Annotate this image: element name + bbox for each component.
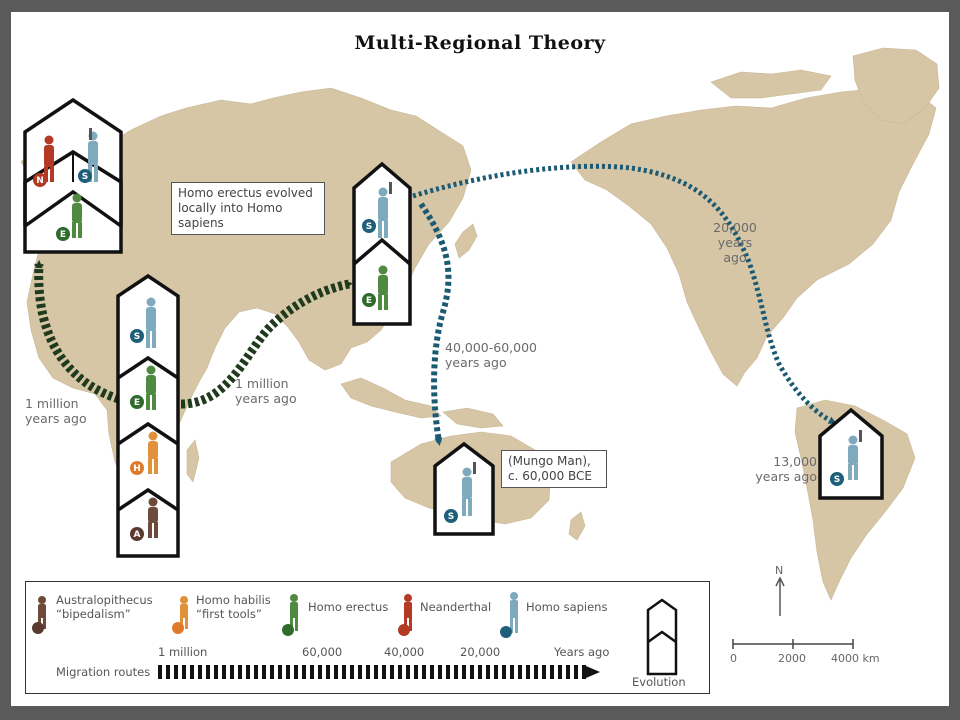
species-badges: N S E S E H A S E S S xyxy=(33,169,844,541)
svg-text:S: S xyxy=(448,512,454,522)
route-africa-to-europe xyxy=(34,260,140,409)
label-americas-20000: 20,000 years ago xyxy=(713,220,757,265)
legend-sapiens-icon xyxy=(500,592,518,638)
badge-e-asia: E xyxy=(362,293,376,307)
badge-h-africa: H xyxy=(130,461,144,475)
legend-australopithecus-note: “bipedalism” xyxy=(56,607,131,621)
label-south-america-13000: 13,000 years ago xyxy=(755,454,817,484)
legend-australopithecus-icon xyxy=(32,596,46,634)
route-asia-to-americas xyxy=(412,163,837,425)
legend-erectus-name: Homo erectus xyxy=(308,600,389,614)
figure-erectus-africa xyxy=(146,365,156,410)
figure-erectus-europe xyxy=(72,193,82,238)
route-asia-to-australia xyxy=(418,202,452,446)
badge-s-south-america: S xyxy=(830,472,844,486)
scale-bar xyxy=(732,639,854,649)
badge-n-europe: N xyxy=(33,173,47,187)
map-frame: N S E S E H A S E S S Multi-Regional The… xyxy=(11,12,949,706)
southeast-asia-islands xyxy=(340,377,442,419)
legend-timeline-40000: 40,000 xyxy=(384,645,425,659)
svg-text:S: S xyxy=(82,172,88,182)
svg-text:S: S xyxy=(134,332,140,342)
legend-neanderthal-icon xyxy=(398,594,412,636)
badge-s-asia: S xyxy=(362,219,376,233)
figure-sapiens-australia xyxy=(462,462,476,516)
japan-landmass xyxy=(454,223,478,259)
figure-neanderthal-europe xyxy=(44,135,54,182)
north-america-landmass xyxy=(570,87,937,387)
arctic-islands xyxy=(710,69,832,99)
figure-sapiens-asia xyxy=(378,182,392,238)
legend-timeline-years-ago: Years ago xyxy=(554,645,610,659)
badge-s-europe: S xyxy=(78,169,92,183)
svg-text:E: E xyxy=(134,398,140,408)
svg-text:S: S xyxy=(366,222,372,232)
new-guinea-landmass xyxy=(442,407,504,429)
erectus-migration-routes xyxy=(34,260,353,409)
label-australia-migration: 40,000-60,000 years ago xyxy=(445,340,537,370)
legend-timeline-60000: 60,000 xyxy=(302,645,343,659)
legend-habilis-icon xyxy=(172,596,188,634)
legend-timeline-20000: 20,000 xyxy=(460,645,501,659)
legend-habilis-note: “first tools” xyxy=(196,607,262,621)
legend-migration-arrow-icon xyxy=(158,665,600,679)
figure-habilis-africa xyxy=(148,431,158,474)
svg-text:S: S xyxy=(834,475,840,485)
scale-tick-0: 0 xyxy=(730,652,737,665)
legend-figures xyxy=(32,592,678,679)
legend-evolution-icon xyxy=(646,598,678,676)
figure-erectus-asia xyxy=(378,265,388,310)
legend-australopithecus-name: Australopithecus xyxy=(56,593,153,607)
scale-tick-4000: 4000 km xyxy=(831,652,880,665)
label-africa-1-million: 1 million years ago xyxy=(25,396,87,426)
legend-migration-label: Migration routes xyxy=(56,665,151,679)
badge-e-europe: E xyxy=(56,227,70,241)
mungo-man-callout: (Mungo Man), c. 60,000 BCE xyxy=(501,450,607,488)
figure-sapiens-south-america xyxy=(848,430,862,480)
compass: N xyxy=(773,564,787,616)
svg-text:E: E xyxy=(366,296,372,306)
asia-evolution-stack xyxy=(352,161,412,326)
figure-australopithecus-africa xyxy=(148,497,158,538)
new-zealand-landmass xyxy=(568,511,586,541)
compass-north-label: N xyxy=(775,564,784,577)
legend-erectus-icon xyxy=(282,594,298,636)
legend-timeline-1-million: 1 million xyxy=(158,645,208,659)
badge-s-africa: S xyxy=(130,329,144,343)
svg-text:H: H xyxy=(133,464,141,474)
world-map: N S E S E H A S E S S xyxy=(20,47,940,601)
svg-text:A: A xyxy=(134,530,141,540)
sapiens-migration-routes xyxy=(412,163,837,446)
badge-a-africa: A xyxy=(130,527,144,541)
map-title: Multi-Regional Theory xyxy=(354,32,606,54)
svg-text:N: N xyxy=(36,176,44,186)
legend-neanderthal-name: Neanderthal xyxy=(420,600,492,614)
label-asia-1-million: 1 million years ago xyxy=(235,376,297,406)
north-arrow-icon xyxy=(775,576,785,616)
legend-habilis-name: Homo habilis xyxy=(196,593,271,607)
route-africa-to-asia xyxy=(180,279,353,409)
badge-e-africa: E xyxy=(130,395,144,409)
hominin-figures xyxy=(44,128,862,538)
legend-sapiens-name: Homo sapiens xyxy=(526,600,608,614)
madagascar-landmass xyxy=(186,439,200,483)
figure-sapiens-africa xyxy=(146,297,156,348)
legend-evolution-label: Evolution xyxy=(632,675,686,689)
badge-s-australia: S xyxy=(444,509,458,523)
africa-evolution-stack xyxy=(116,273,180,558)
legend: Australopithecus “bipedalism” Homo habil… xyxy=(25,581,710,694)
greenland-landmass xyxy=(852,47,940,125)
svg-text:E: E xyxy=(60,230,66,240)
erectus-evolution-callout: Homo erectus evolved locally into Homo s… xyxy=(171,182,325,235)
scale-tick-2000: 2000 xyxy=(778,652,806,665)
